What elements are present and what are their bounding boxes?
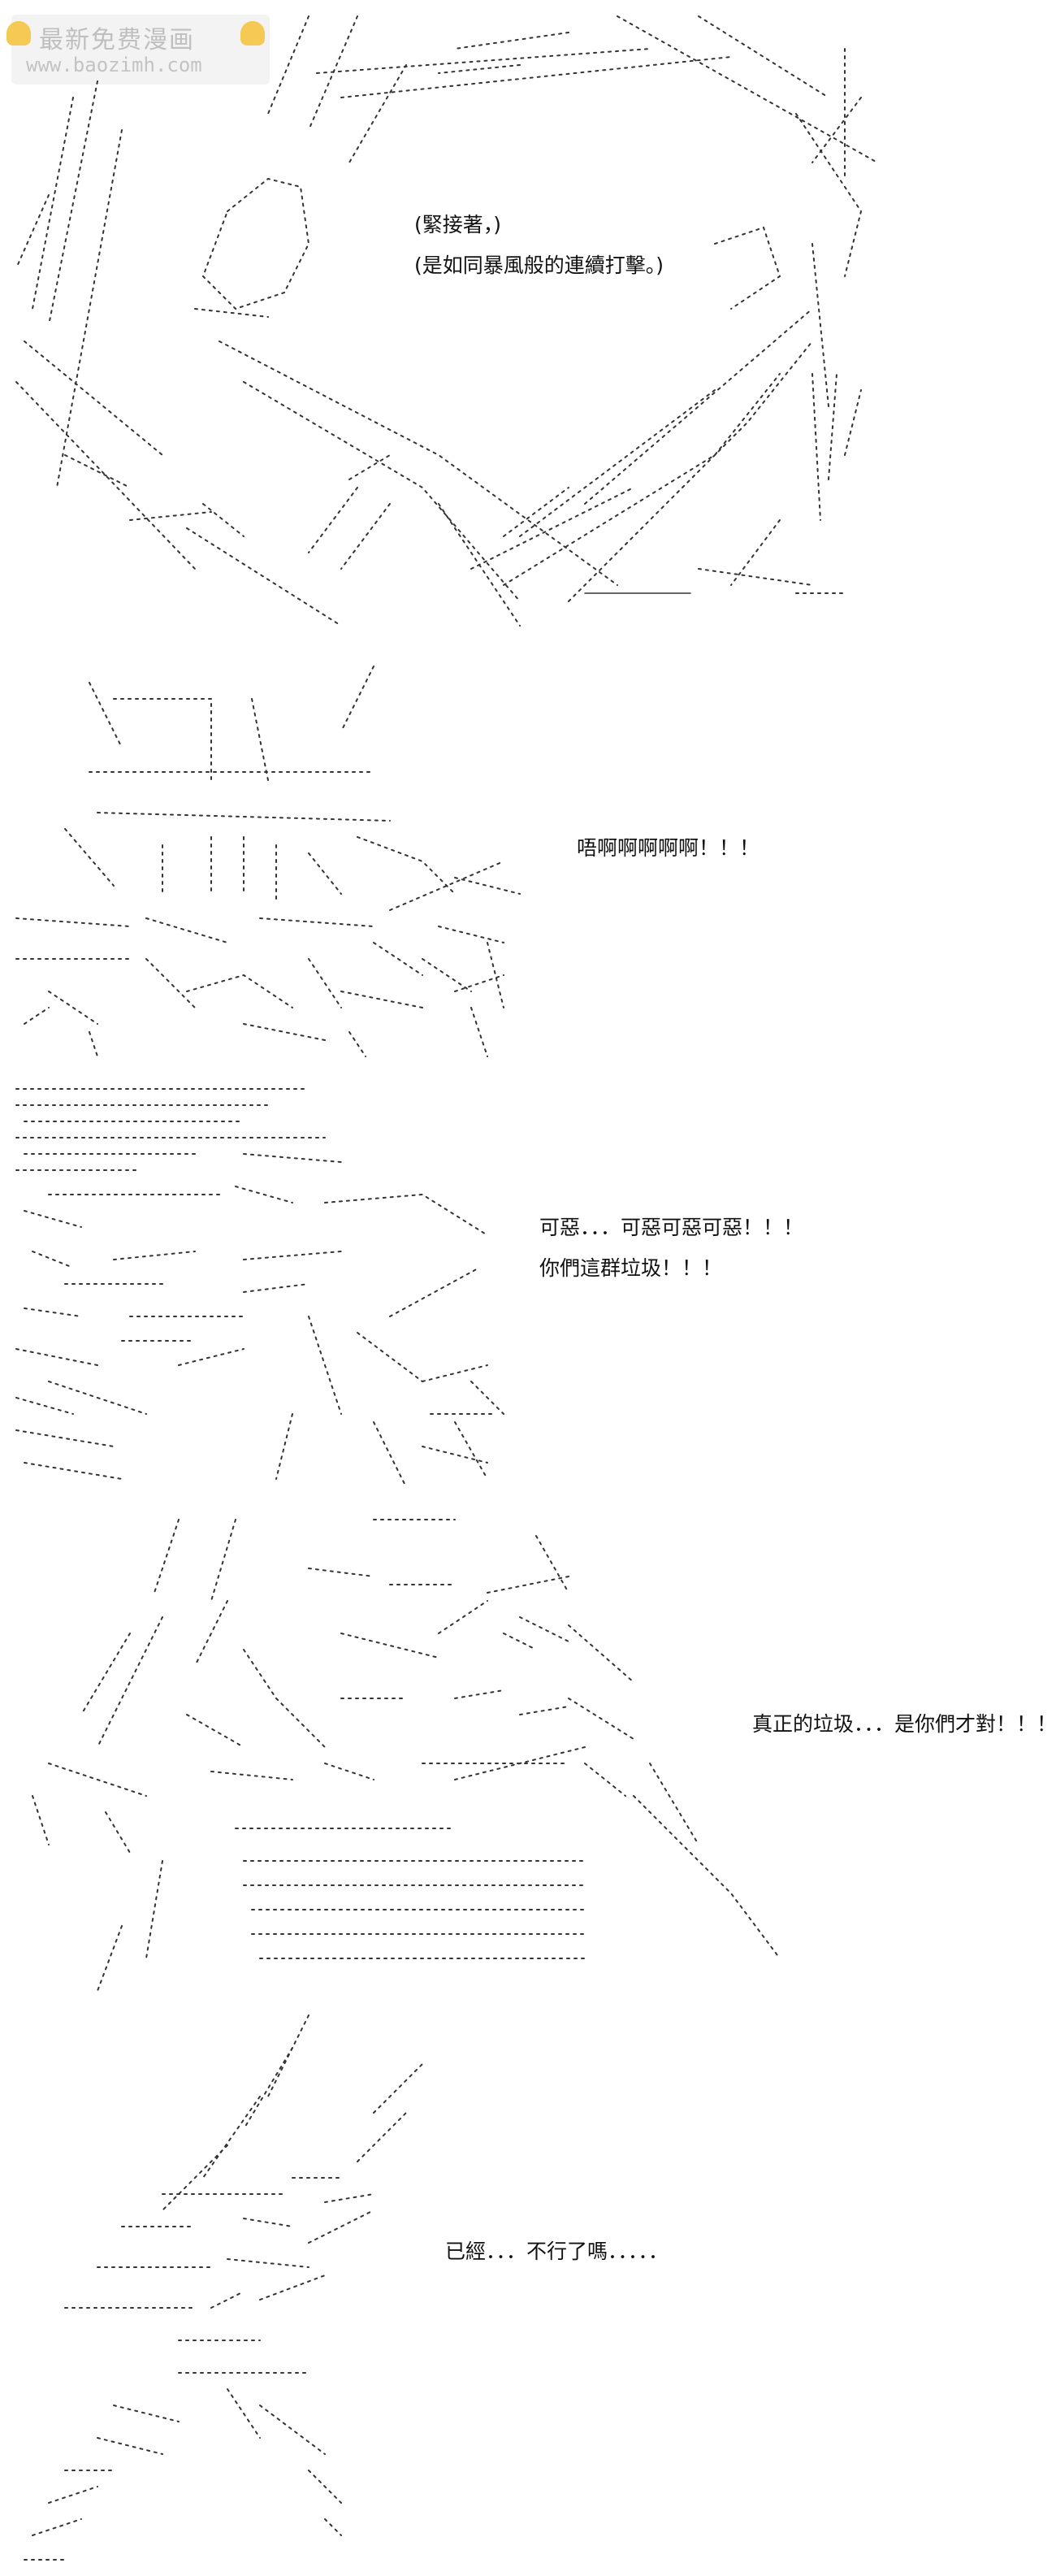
dialog-box-3: 可惡．．．可惡可惡可惡！！！ 你們這群垃圾！！！	[539, 1212, 803, 1293]
ascii-art-collapsing-figure	[24, 2014, 423, 2561]
ascii-art-clash	[15, 15, 878, 627]
panel-3: 可惡．．．可惡可惡可惡！！！ 你們這群垃圾！！！	[0, 1073, 1056, 1495]
ascii-art-cloaked-figure	[32, 1519, 781, 1991]
dialog-line: 真正的垃圾．．．是你們才對！！！	[752, 1712, 1056, 1736]
watermark-title: 最新免费漫画	[39, 26, 195, 54]
dialog-box-4: 真正的垃圾．．．是你們才對！！！	[752, 1709, 1056, 1750]
dialog-line: 你們這群垃圾！！！	[539, 1255, 723, 1280]
panel-1: (緊接著，) (是如同暴風般的連續打擊。)	[0, 0, 1056, 634]
watermark-badge: 最新免费漫画 www.baozimh.com	[6, 15, 270, 85]
ascii-art-angry-character	[15, 1088, 504, 1488]
dialog-box-1: (緊接著，) (是如同暴風般的連續打擊。)	[414, 210, 664, 290]
watermark-url: www.baozimh.com	[26, 54, 202, 76]
dialog-box-5: 已經．．．不行了嗎．．．．．	[445, 2236, 669, 2277]
dialog-box-2: 唔啊啊啊啊啊！！！	[577, 833, 760, 874]
panel-5: 已經．．．不行了嗎．．．．．	[0, 1999, 1056, 2576]
panel-2: 唔啊啊啊啊啊！！！	[0, 650, 1056, 1073]
dialog-line: 唔啊啊啊啊啊！！！	[577, 836, 760, 860]
dialog-line: (是如同暴風般的連續打擊。)	[414, 253, 664, 277]
dialog-line: (緊接著，)	[414, 213, 502, 236]
bun-icon	[6, 21, 31, 46]
dialog-line: 已經．．．不行了嗎．．．．．	[445, 2240, 669, 2263]
dialog-line: 可惡．．．可惡可惡可惡！！！	[539, 1216, 804, 1239]
bun-icon	[240, 21, 265, 46]
panel-4: 真正的垃圾．．．是你們才對！！！	[0, 1503, 1056, 1991]
ascii-art-screaming-character	[15, 666, 521, 1057]
